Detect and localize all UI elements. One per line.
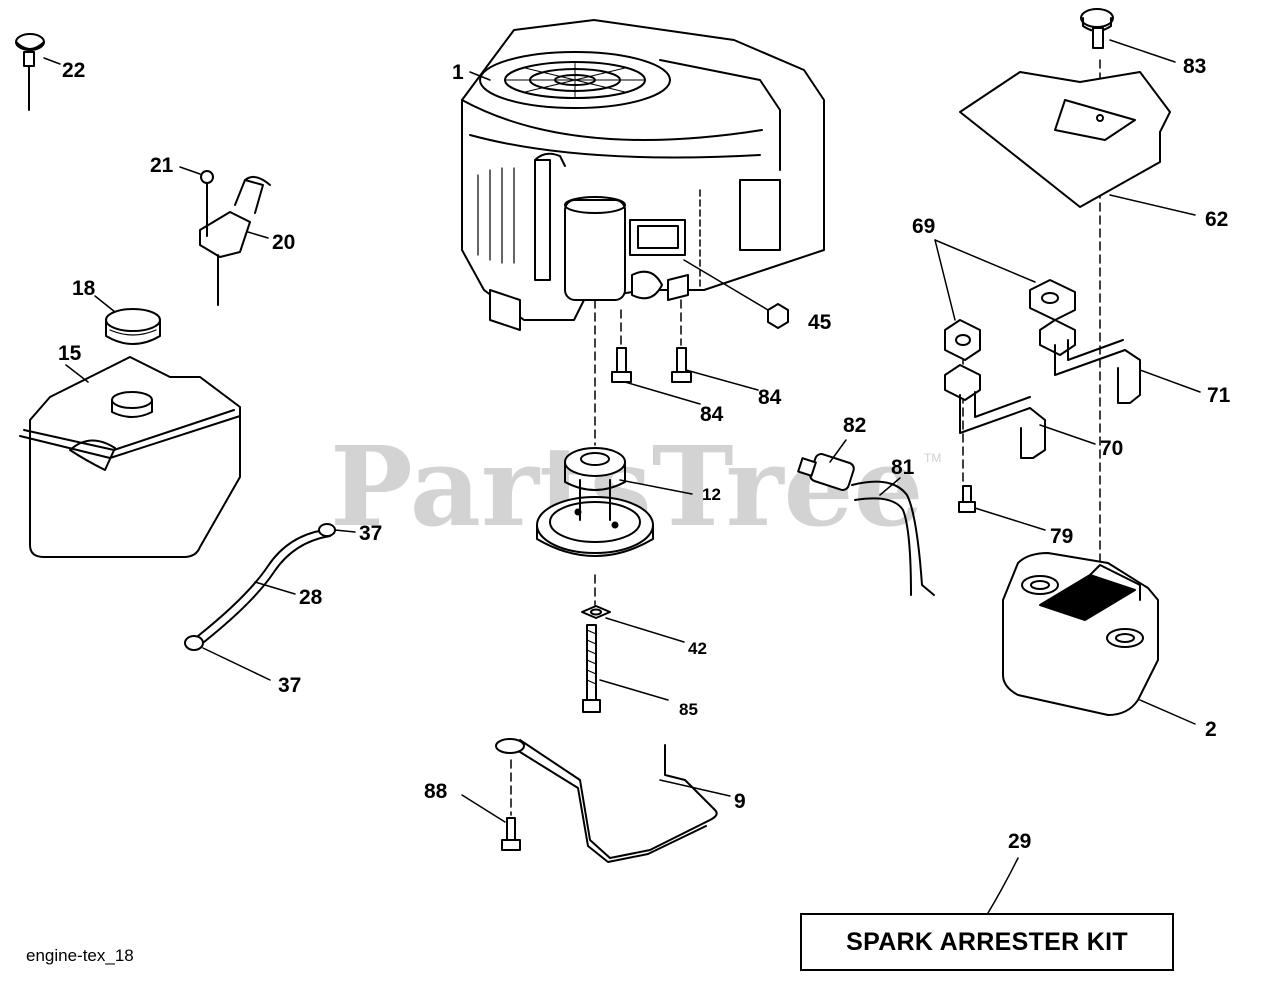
spark-arrester-kit-label: SPARK ARRESTER KIT xyxy=(846,927,1128,956)
part-79-bolt[interactable] xyxy=(958,485,1046,531)
label-62: 62 xyxy=(1205,208,1228,231)
part-2-muffler[interactable] xyxy=(1002,552,1196,725)
label-79: 79 xyxy=(1050,525,1073,548)
label-69: 69 xyxy=(912,215,935,238)
part-84-bolt-right[interactable] xyxy=(671,347,759,391)
part-12-pulley[interactable] xyxy=(536,447,693,557)
part-84-bolt-left[interactable] xyxy=(611,347,701,405)
label-84-left: 84 xyxy=(700,403,724,426)
part-21-screw[interactable] xyxy=(179,166,214,184)
label-85: 85 xyxy=(679,700,698,719)
part-85-bolt[interactable] xyxy=(582,624,669,713)
part-45-nut[interactable] xyxy=(683,259,789,329)
label-37-upper: 37 xyxy=(359,522,382,545)
part-88-bolt[interactable] xyxy=(461,794,521,851)
label-12: 12 xyxy=(702,485,721,504)
part-20-throttle-control[interactable] xyxy=(199,175,271,306)
diagram-code: engine-tex_18 xyxy=(26,946,134,965)
label-21: 21 xyxy=(150,154,174,177)
label-45: 45 xyxy=(808,311,832,334)
label-71: 71 xyxy=(1207,384,1231,407)
label-29: 29 xyxy=(1008,830,1031,853)
label-18: 18 xyxy=(72,277,96,300)
label-42: 42 xyxy=(688,639,707,658)
label-2: 2 xyxy=(1205,718,1217,741)
label-70: 70 xyxy=(1100,437,1123,460)
part-69-gasket-left[interactable] xyxy=(934,239,981,361)
part-9-bracket[interactable] xyxy=(495,738,731,863)
label-28: 28 xyxy=(299,586,323,609)
label-82: 82 xyxy=(843,414,866,437)
watermark-tm: TM xyxy=(924,451,941,465)
label-83: 83 xyxy=(1183,55,1206,78)
label-84-right: 84 xyxy=(758,386,782,409)
label-20: 20 xyxy=(272,231,295,254)
spark-arrester-kit-box[interactable]: SPARK ARRESTER KIT xyxy=(800,913,1174,971)
part-labels: 1 2 9 12 15 18 20 21 22 28 29 37 37 42 4… xyxy=(58,55,1231,853)
label-37-lower: 37 xyxy=(278,674,301,697)
label-1: 1 xyxy=(452,61,464,84)
part-28-fuel-line[interactable] xyxy=(197,529,331,643)
label-22: 22 xyxy=(62,59,85,82)
part-42-washer[interactable] xyxy=(581,605,685,643)
part-71-exhaust-pipe[interactable] xyxy=(1039,319,1201,404)
part-37-hose-clamp-lower[interactable] xyxy=(184,635,271,681)
part-37-hose-clamp-upper[interactable] xyxy=(318,523,356,537)
part-29-leader xyxy=(987,857,1019,914)
label-9: 9 xyxy=(734,790,746,813)
label-88: 88 xyxy=(424,780,448,803)
part-22-choke-knob[interactable] xyxy=(15,33,61,111)
part-81-hose[interactable] xyxy=(851,477,935,596)
part-62-heat-shield[interactable] xyxy=(959,71,1196,216)
part-82-fitting[interactable] xyxy=(797,439,855,491)
label-81: 81 xyxy=(891,456,915,479)
part-83-bolt[interactable] xyxy=(1080,8,1176,63)
part-70-exhaust-pipe[interactable] xyxy=(944,364,1096,459)
label-15: 15 xyxy=(58,342,82,365)
part-18-fuel-cap[interactable] xyxy=(94,295,161,345)
part-69-gasket-right[interactable] xyxy=(934,239,1076,321)
part-15-fuel-tank[interactable] xyxy=(19,356,241,558)
part-1-engine[interactable] xyxy=(461,19,825,331)
